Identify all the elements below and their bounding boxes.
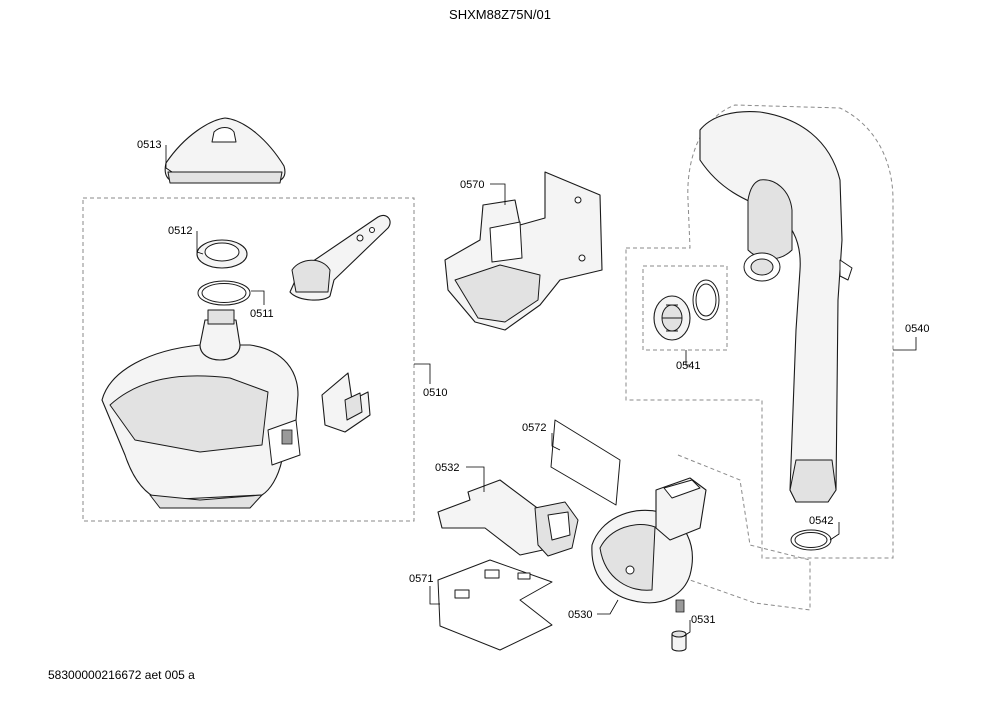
callout-0513: 0513 (137, 139, 161, 151)
part-bracket (321, 372, 371, 433)
part-0542-seal (790, 529, 832, 551)
callout-0570: 0570 (460, 179, 484, 191)
part-key-tool (289, 214, 391, 301)
leader-0540 (893, 337, 917, 351)
callout-0532: 0532 (435, 462, 459, 474)
part-0511-seal (197, 280, 251, 306)
callout-0531: 0531 (691, 614, 715, 626)
part-0513-cap (164, 117, 286, 184)
group-box-0510 (82, 197, 415, 522)
callout-0511: 0511 (250, 308, 274, 320)
callout-0530: 0530 (568, 609, 592, 621)
part-0512-ring (196, 239, 248, 269)
part-0540-duct (699, 111, 853, 503)
callout-0540: 0540 (905, 323, 929, 335)
group-box-0530 (677, 454, 811, 611)
part-0541-impeller (653, 279, 720, 341)
document-code: 58300000216672 aet 005 a (48, 668, 195, 682)
callout-0571: 0571 (409, 573, 433, 585)
callout-0572: 0572 (522, 422, 546, 434)
callout-0541: 0541 (676, 360, 700, 372)
part-0572-pad (550, 419, 621, 506)
part-0531-plug (671, 630, 687, 652)
part-0510-salt-container (101, 309, 301, 509)
leader-0542 (829, 522, 840, 541)
group-box-0541 (642, 265, 728, 351)
leader-0513 (165, 145, 173, 173)
callout-0510: 0510 (423, 387, 447, 399)
callout-0542: 0542 (809, 515, 833, 527)
leader-0570 (490, 183, 506, 205)
callout-0512: 0512 (168, 225, 192, 237)
leader-0511 (251, 290, 265, 305)
leader-0571 (429, 586, 440, 605)
leader-0530 (597, 599, 619, 615)
group-box-0540 (625, 104, 894, 559)
leader-0541 (685, 350, 690, 366)
leader-0531 (683, 620, 691, 637)
part-0532-tube (437, 479, 579, 557)
leader-0512 (196, 231, 204, 255)
leader-0572 (551, 433, 561, 451)
model-number-title: SHXM88Z75N/01 (449, 7, 551, 22)
part-0530-blower (591, 477, 707, 613)
leader-0510 (414, 363, 431, 384)
part-0570-shield (444, 171, 603, 331)
leader-0532 (466, 466, 485, 492)
part-0571-sheet (437, 559, 553, 651)
